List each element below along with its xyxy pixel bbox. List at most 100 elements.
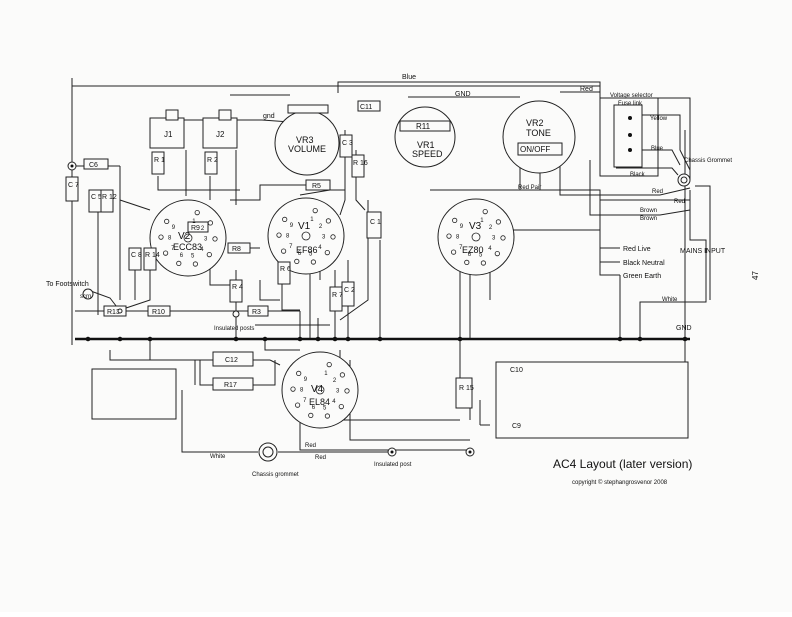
wire-white-bottom: White xyxy=(210,454,226,460)
v1-pin-label-1: 1 xyxy=(310,217,314,223)
vr2-name: VR2 xyxy=(526,118,544,128)
v4-pin-2 xyxy=(339,372,345,378)
fuse-link-label: Fuse link xyxy=(618,101,643,107)
title-block: AC4 Layout (later version) copyright © s… xyxy=(553,271,760,486)
v2-pin-3 xyxy=(212,236,218,242)
v2-pin-label-2: 2 xyxy=(201,226,205,232)
pot-vr2: VR2 TONE ON/OFF xyxy=(502,100,576,174)
c9-label: C9 xyxy=(512,423,521,430)
v3-pin-label-7: 7 xyxy=(459,245,463,251)
v4-type: EL84 xyxy=(309,397,330,407)
v4-pin-label-2: 2 xyxy=(333,378,337,384)
v4-pin-7 xyxy=(294,402,301,408)
v2-pin-8 xyxy=(158,234,164,240)
v4-pin-8 xyxy=(290,386,296,392)
copyright: copyright © stephangrosvenor 2008 xyxy=(572,479,668,486)
v1-type: EF86 xyxy=(296,245,318,255)
valve-v3: V3 EZ80 xyxy=(437,198,515,276)
wire-yellow-label: Yellow xyxy=(650,116,668,122)
v4-pin-6 xyxy=(308,412,314,418)
vr3-name: VR3 xyxy=(296,135,314,145)
v1-pin-5 xyxy=(310,259,316,265)
r16-label: R 16 xyxy=(353,160,368,167)
wire-gnd-top: GND xyxy=(455,91,471,98)
chassis-grommet-right-label: Chassis Grommet xyxy=(684,158,732,164)
v4-pin-9 xyxy=(296,370,302,376)
v1-pin-7 xyxy=(280,248,287,254)
v1-pin-label-5: 5 xyxy=(309,251,313,257)
v2-pin-label-1: 1 xyxy=(192,219,196,225)
r10-label: R10 xyxy=(152,309,165,316)
voltage-selector-label: Voltage selector xyxy=(610,93,653,99)
posts xyxy=(67,161,475,462)
c8-label: C 8 xyxy=(131,252,142,259)
r11-label: R11 xyxy=(416,122,431,131)
wire-white-right: White xyxy=(662,297,678,303)
v3-pin-label-8: 8 xyxy=(456,234,460,240)
c12-label: C12 xyxy=(225,357,238,364)
v4-pin-label-9: 9 xyxy=(304,377,308,383)
v2-name: V2 xyxy=(178,231,191,242)
page-title: AC4 Layout (later version) xyxy=(553,457,692,471)
r2-label: R 2 xyxy=(207,157,218,164)
mains-green-earth: Green Earth xyxy=(623,273,661,280)
v2-pin-label-3: 3 xyxy=(204,237,208,243)
v1-pin-label-9: 9 xyxy=(290,223,294,229)
vr2-switch-label: ON/OFF xyxy=(520,145,550,154)
pot-vr3: VR3 VOLUME xyxy=(274,104,340,176)
v2-pin-label-8: 8 xyxy=(168,235,172,241)
r7-label: R 7 xyxy=(332,292,343,299)
v4-pin-label-5: 5 xyxy=(323,405,327,411)
r5-label: R5 xyxy=(312,183,321,190)
v3-type: EZ80 xyxy=(462,245,484,255)
v3-pin-4 xyxy=(494,251,500,257)
v2-pin-label-6: 6 xyxy=(180,253,184,259)
insulated-posts-label: Insulated posts xyxy=(214,326,254,332)
voltage-selector: Voltage selector Fuse link Yellow Blue B… xyxy=(599,93,668,178)
c3-label: C 3 xyxy=(342,140,353,147)
jack-j1-label: J1 xyxy=(164,130,173,139)
c2-label: C 2 xyxy=(344,287,355,294)
r14-label: R 14 xyxy=(145,252,160,259)
v3-pin-label-5: 5 xyxy=(479,252,483,258)
wire-black-label: Black xyxy=(630,172,646,178)
v2-pin-label-9: 9 xyxy=(172,225,176,231)
wire-red-bottom-1: Red xyxy=(305,443,316,449)
r1-label: R 1 xyxy=(154,157,165,164)
r15-label: R 15 xyxy=(459,385,474,392)
v4-pin-label-8: 8 xyxy=(300,387,304,393)
v3-pin-1 xyxy=(482,209,488,215)
junction-dots xyxy=(85,336,688,342)
v4-pin-label-3: 3 xyxy=(336,389,340,395)
v4-pin-1 xyxy=(326,361,332,368)
v3-pin-label-9: 9 xyxy=(460,224,464,230)
r8-label: R8 xyxy=(232,246,241,253)
v2-pin-label-5: 5 xyxy=(191,253,195,259)
wire-red-r1: Red xyxy=(652,189,663,195)
r6-label: R 6 xyxy=(280,266,291,273)
r9-label: R9 xyxy=(191,225,200,232)
wire-gnd-bus: GND xyxy=(676,325,692,332)
wire-brown-1: Brown xyxy=(640,208,657,214)
components: R 1 R 2 C11 C 3 R 16 C6 C 7 C 5 R 12 R5 … xyxy=(65,100,689,439)
v1-pin-6 xyxy=(294,258,300,264)
vr3-label: VOLUME xyxy=(288,144,326,154)
pot-vr1: R11 VR1 SPEED xyxy=(394,106,456,168)
v1-pin-label-8: 8 xyxy=(286,233,290,239)
vr1-name: VR1 xyxy=(417,140,435,150)
v3-pin-label-1: 1 xyxy=(480,218,484,224)
wire-red-r2: Red xyxy=(674,199,685,205)
jack-j2-label: J2 xyxy=(216,130,225,139)
wire-red-bottom-2: Red xyxy=(315,455,326,461)
wire-red-top: Red xyxy=(580,86,593,93)
mains-input-text: MAINS INPUT xyxy=(680,248,726,255)
v3-pin-2 xyxy=(495,219,501,225)
jack-j1: J1 xyxy=(149,109,185,149)
v1-pin-4 xyxy=(324,250,330,256)
valve-v4: V4 EL84 xyxy=(281,351,359,429)
v1-pin-label-3: 3 xyxy=(322,235,326,241)
v2-pin-7 xyxy=(163,250,169,256)
